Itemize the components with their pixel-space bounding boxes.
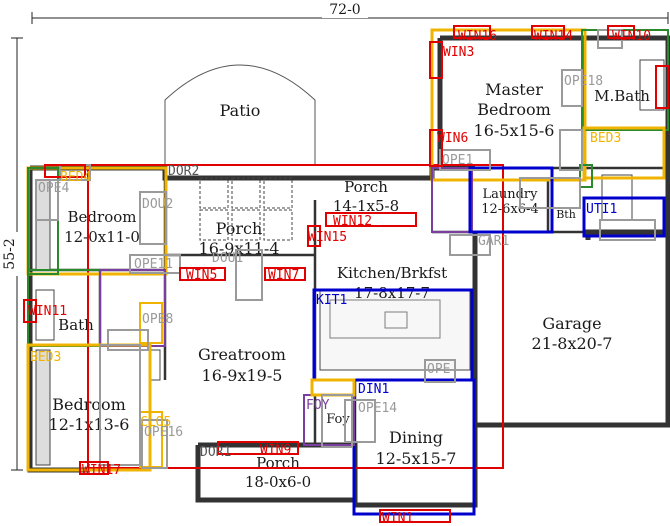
tag-ope16: OPE16: [144, 425, 183, 440]
patio-outline: [164, 64, 316, 165]
tag-win7: WIN7: [268, 268, 299, 283]
room-name-dining: Dining: [389, 428, 443, 447]
tag-ope1: OPE1: [442, 153, 473, 168]
room-size-laundry: 12-6x6-4: [481, 202, 538, 217]
tag-ope11: OPE11: [134, 257, 173, 272]
tag-win16: WIN16: [458, 29, 497, 44]
tag-win5: WIN5: [186, 268, 217, 283]
room-name-bedroom2: Bedroom: [68, 208, 137, 226]
tag-gar1: GAR1: [478, 234, 509, 249]
tag-dou2: DOU2: [142, 197, 173, 212]
annotation-boxes: [23, 25, 669, 523]
overall-depth-label: 55-2: [2, 238, 18, 269]
room-name-porch-center: Porch: [216, 219, 263, 238]
room-name-bth: Bth: [556, 208, 576, 221]
tag-win14: WIN14: [534, 29, 573, 44]
tag-uti1: UTI1: [586, 202, 617, 217]
room-name-foyer: Foy: [326, 412, 350, 427]
tag-ope8: OPE8: [142, 312, 173, 327]
room-name-porch-rear: Porch: [344, 178, 388, 196]
room-name-master-2: Bedroom: [477, 100, 551, 119]
room-name-patio: Patio: [220, 101, 261, 120]
annotation-tags: WIN16 WIN14 WIN10 WIN3 WIN6 WIN12 WIN15 …: [28, 29, 651, 526]
tag-ope4: OPE4: [38, 181, 69, 196]
tag-din1: DIN1: [358, 382, 389, 397]
tag-win15: WIN15: [308, 230, 347, 245]
tag-win11: WIN11: [28, 304, 67, 319]
tag-dou1: DOU1: [212, 251, 243, 266]
room-size-garage: 21-8x20-7: [532, 334, 613, 353]
fixtures: [35, 59, 665, 466]
tag-bed3-master: BED3: [590, 131, 621, 146]
overall-width-label: 72-0: [329, 2, 360, 18]
room-name-bath: Bath: [58, 316, 94, 334]
kitchen-island: [329, 299, 441, 339]
room-name-garage: Garage: [542, 314, 601, 333]
tag-foy: FOY: [306, 398, 330, 413]
room-size-bedroom2: 12-0x11-0: [64, 228, 140, 246]
tag-win9: WIN9: [260, 443, 291, 458]
room-size-porch-center: 16-9x11-4: [199, 239, 280, 258]
tag-bed3: BED3: [30, 350, 61, 365]
tag-clo5: CLO5: [140, 415, 171, 430]
tag-ope18: OPE18: [564, 74, 603, 89]
room-size-kitchen: 17-8x17-7: [354, 284, 430, 302]
tag-win10: WIN10: [612, 29, 651, 44]
tag-win12: WIN12: [333, 214, 372, 229]
tag-ope14: OPE14: [358, 401, 397, 416]
tag-ope: OPE: [427, 362, 450, 377]
room-name-master-1: Master: [485, 80, 543, 99]
room-size-porch-front: 18-0x6-0: [245, 473, 311, 491]
tag-kit1: KIT1: [316, 293, 347, 308]
tag-win6: WIN6: [437, 131, 468, 146]
room-name-laundry: Laundry: [482, 187, 538, 202]
tag-win3: WIN3: [443, 45, 474, 60]
tag-win1: WIN1: [382, 511, 413, 526]
tag-dor2: DOR2: [168, 164, 199, 179]
tag-bed4: BED4: [60, 170, 91, 185]
room-size-porch-rear: 14-1x5-8: [333, 197, 399, 215]
tag-win17: WIN17: [82, 463, 121, 478]
room-size-master: 16-5x15-6: [474, 121, 555, 140]
room-size-greatroom: 16-9x19-5: [202, 366, 283, 385]
room-name-kitchen: Kitchen/Brkfst: [337, 264, 447, 282]
room-size-dining: 12-5x15-7: [376, 449, 457, 468]
tag-dor1: DOR1: [200, 445, 231, 460]
bathtub: [639, 59, 665, 111]
room-name-mbath: M.Bath: [594, 87, 650, 105]
room-name-greatroom: Greatroom: [198, 345, 286, 364]
dimension-lines: 72-0 55-2: [2, 2, 669, 471]
